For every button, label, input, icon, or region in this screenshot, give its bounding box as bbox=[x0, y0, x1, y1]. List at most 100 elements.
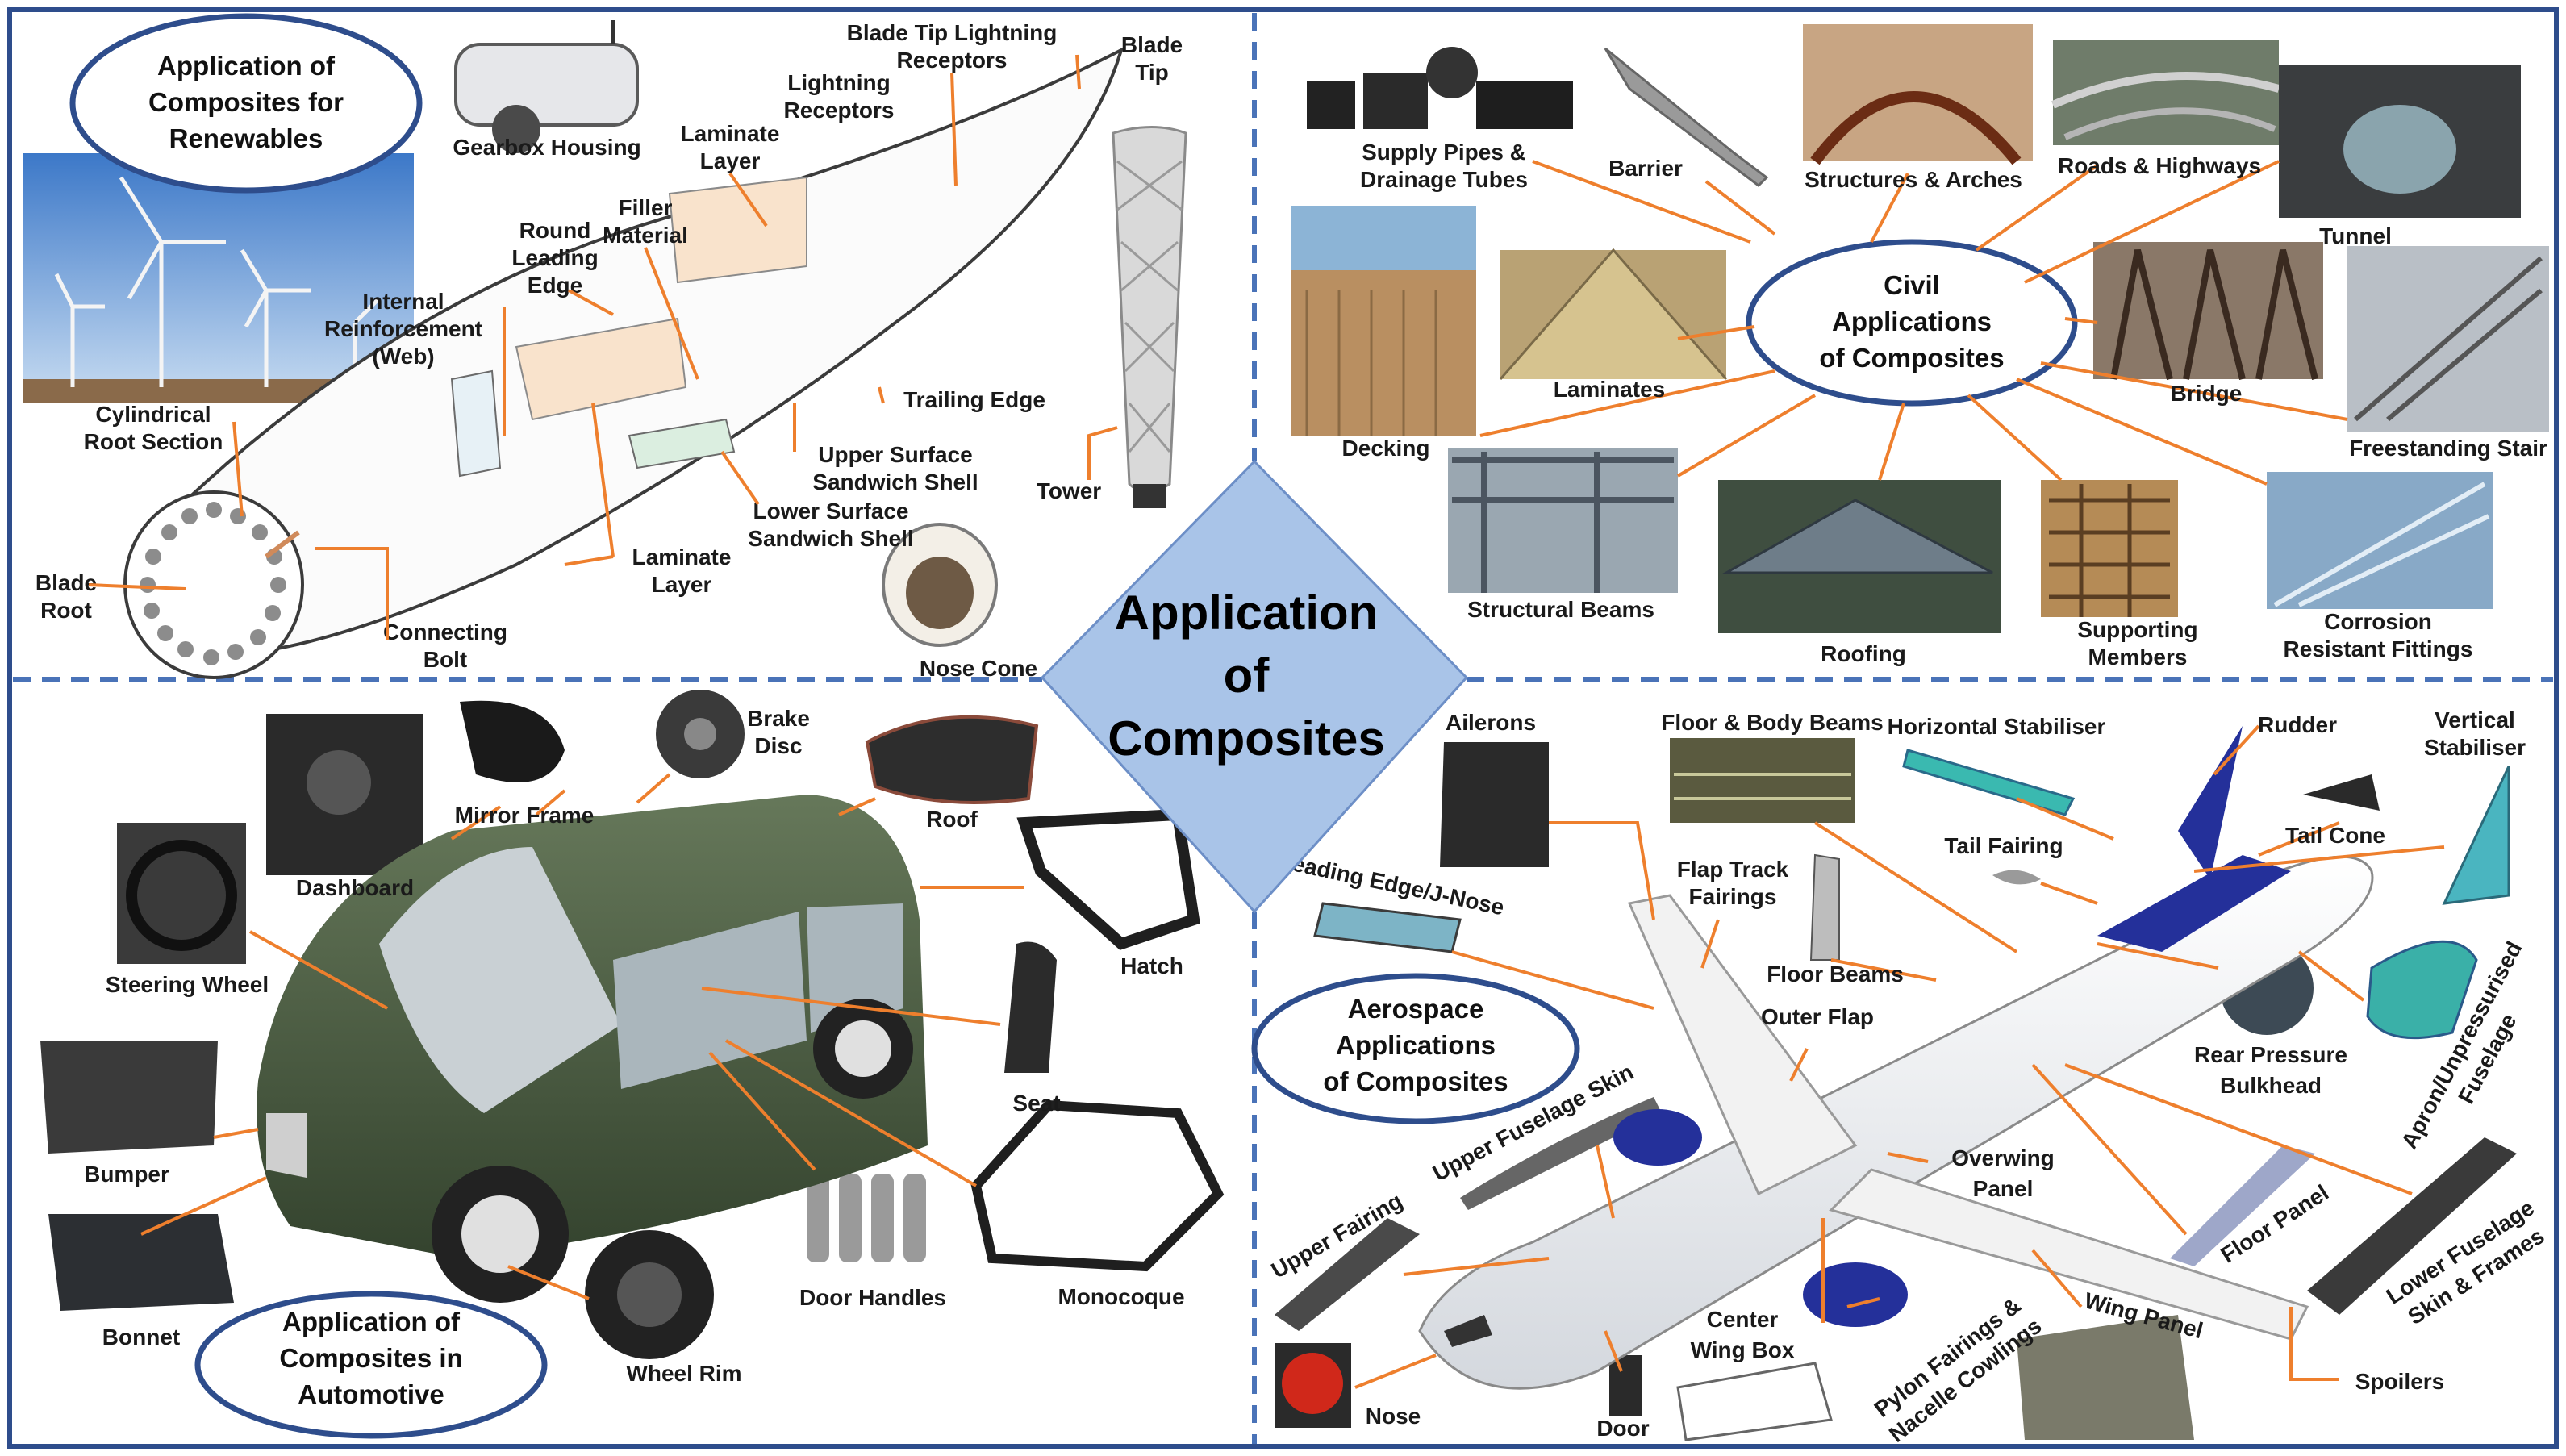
automotive-title-line: Automotive bbox=[298, 1379, 444, 1409]
label-upper-surface-sandwich-line: Sandwich Shell bbox=[812, 469, 978, 494]
automotive-title-line: Composites in bbox=[279, 1343, 462, 1373]
upper-fairing-image bbox=[1275, 1218, 1420, 1331]
label-laminates-line: Laminates bbox=[1554, 377, 1666, 402]
barrier-image bbox=[1604, 47, 1769, 187]
floor-beams-image bbox=[1809, 853, 1840, 961]
label-nose-cone: Nose Cone bbox=[920, 656, 1037, 681]
label-structures-arches: Structures & Arches bbox=[1805, 167, 2022, 192]
label-structural-beams: Structural Beams bbox=[1467, 597, 1654, 622]
lower-fuselage-image bbox=[2307, 1137, 2517, 1315]
label-supply-pipes-line: Supply Pipes & bbox=[1362, 140, 1526, 165]
label-outer-flap-line: Outer Flap bbox=[1761, 1004, 1874, 1029]
renewables-title-oval bbox=[69, 13, 423, 194]
floor-body-beams-image bbox=[1670, 738, 1855, 823]
center-title-line: Application bbox=[1115, 586, 1379, 640]
label-ailerons: Ailerons bbox=[1446, 710, 1536, 735]
label-blade-tip-lightning-receptors-line: Blade Tip Lightning bbox=[847, 20, 1058, 45]
automotive-connectors bbox=[140, 773, 1024, 1300]
gearbox-housing-image bbox=[454, 20, 639, 153]
renewables-title-line: Renewables bbox=[169, 123, 323, 153]
label-flap-track-fairings-line: Fairings bbox=[1689, 884, 1777, 909]
label-bonnet: Bonnet bbox=[102, 1325, 180, 1350]
mirror-frame-image bbox=[460, 700, 565, 782]
nose-cone-image bbox=[882, 523, 998, 647]
label-tail-fairing-line: Tail Fairing bbox=[1944, 833, 2063, 858]
label-roofing: Roofing bbox=[1821, 641, 1906, 666]
wheel-rim-image bbox=[585, 1230, 714, 1359]
label-blade-tip-line: Blade bbox=[1121, 32, 1183, 57]
label-brake-disc-line: Brake bbox=[747, 706, 810, 731]
label-nose: Nose bbox=[1366, 1404, 1421, 1429]
label-corrosion-fittings-line: Resistant Fittings bbox=[2284, 636, 2473, 661]
bonnet-image bbox=[48, 1214, 234, 1311]
label-upper-surface-sandwich-line: Upper Surface bbox=[818, 442, 972, 467]
label-laminate-layer-bottom-line: Layer bbox=[652, 572, 712, 597]
label-trailing-edge: Trailing Edge bbox=[903, 387, 1045, 412]
label-bridge-line: Bridge bbox=[2171, 381, 2243, 406]
wing-panel-image bbox=[2017, 1315, 2194, 1440]
label-flap-track-fairings-line: Flap Track bbox=[1677, 857, 1789, 882]
label-tower: Tower bbox=[1037, 478, 1101, 503]
floor-panel-image bbox=[2170, 1145, 2315, 1266]
label-door: Door bbox=[1596, 1416, 1649, 1441]
label-horizontal-stabiliser-line: Horizontal Stabiliser bbox=[1888, 714, 2106, 739]
steering-wheel-image bbox=[117, 823, 246, 964]
label-seat-line: Seat bbox=[1012, 1091, 1060, 1116]
seat-image bbox=[1004, 941, 1057, 1073]
wind-turbine-photo bbox=[23, 153, 414, 403]
label-door-handles-line: Door Handles bbox=[799, 1285, 946, 1310]
structures-arches-image bbox=[1803, 24, 2033, 165]
label-monocoque: Monocoque bbox=[1058, 1284, 1184, 1309]
label-wheel-rim-line: Wheel Rim bbox=[626, 1361, 741, 1386]
label-lightning-receptors-line: Receptors bbox=[784, 98, 895, 123]
center-title-line: of bbox=[1224, 649, 1270, 703]
label-supporting-members-line: Members bbox=[2088, 645, 2188, 670]
label-freestanding-stair: Freestanding Stair bbox=[2349, 436, 2547, 461]
label-laminate-layer-top-line: Layer bbox=[700, 148, 761, 173]
label-center-wing-box-line: Wing Box bbox=[1691, 1337, 1795, 1362]
label-spoilers-line: Spoilers bbox=[2355, 1369, 2444, 1394]
car-image bbox=[257, 795, 928, 1303]
label-cylindrical-root-section-line: Cylindrical bbox=[95, 402, 211, 427]
aircraft-image bbox=[1418, 726, 2374, 1390]
label-lower-surface-sandwich-line: Lower Surface bbox=[753, 499, 909, 524]
label-blade-tip-lightning-receptors-line: Receptors bbox=[897, 48, 1008, 73]
label-seat: Seat bbox=[1012, 1091, 1060, 1116]
label-corrosion-fittings-line: Corrosion bbox=[2324, 609, 2432, 634]
label-rudder-line: Rudder bbox=[2258, 712, 2337, 737]
label-internal-reinforcement-line: Reinforcement bbox=[324, 316, 482, 341]
label-round-leading-edge-line: Leading bbox=[511, 245, 598, 270]
civil-title-line: of Composites bbox=[1819, 343, 2004, 373]
bumper-image bbox=[40, 1041, 218, 1154]
hatch-image bbox=[1016, 808, 1200, 950]
label-connecting-bolt-line: Connecting bbox=[383, 620, 507, 645]
label-blade-root-line: Root bbox=[40, 598, 92, 623]
label-vertical-stabiliser-line: Vertical bbox=[2435, 707, 2515, 732]
supply-pipes-image bbox=[1307, 47, 1573, 129]
label-roads-highways-line: Roads & Highways bbox=[2058, 153, 2261, 178]
label-supporting-members-line: Supporting bbox=[2077, 617, 2197, 642]
label-mirror-frame-line: Mirror Frame bbox=[455, 803, 595, 828]
label-trailing-edge-line: Trailing Edge bbox=[903, 387, 1045, 412]
label-filler-material-line: Filler bbox=[619, 195, 673, 220]
label-hatch: Hatch bbox=[1120, 953, 1183, 978]
label-tunnel-line: Tunnel bbox=[2319, 223, 2392, 248]
label-lower-surface-sandwich-line: Sandwich Shell bbox=[748, 526, 913, 551]
monocoque-image bbox=[970, 1099, 1225, 1272]
label-roof-line: Roof bbox=[926, 807, 978, 832]
label-wheel-rim: Wheel Rim bbox=[626, 1361, 741, 1386]
